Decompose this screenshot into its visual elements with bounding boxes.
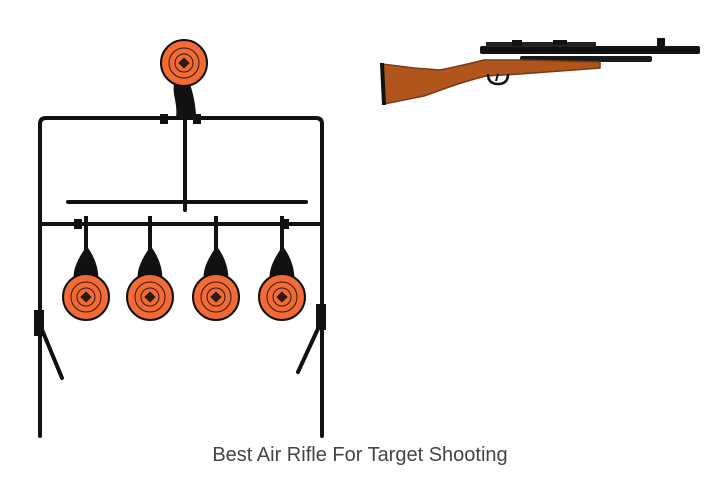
right-leg-clamp	[316, 304, 326, 330]
rifle-trigger-guard	[486, 73, 510, 86]
rifle-front-sight	[657, 38, 665, 46]
rifle-butt-pad	[380, 63, 386, 105]
rifle-trigger	[495, 73, 499, 82]
rifle-barrel	[480, 46, 700, 54]
air-rifle	[380, 38, 700, 105]
top-target-paddle	[173, 84, 196, 118]
rifle-stock	[381, 59, 601, 105]
rifle-rail	[486, 42, 596, 47]
frame-clips	[74, 114, 289, 229]
rifle-rear-sight	[553, 40, 567, 45]
rifle-bolt	[512, 40, 522, 46]
image-caption: Best Air Rifle For Target Shooting	[212, 444, 508, 466]
spinner-target-2	[126, 216, 174, 321]
spinner-target-3	[192, 216, 240, 321]
spinner-target-4	[258, 216, 306, 321]
spinner-target-1	[62, 216, 110, 321]
left-leg-clamp	[34, 310, 44, 336]
top-reset-target	[160, 39, 208, 118]
